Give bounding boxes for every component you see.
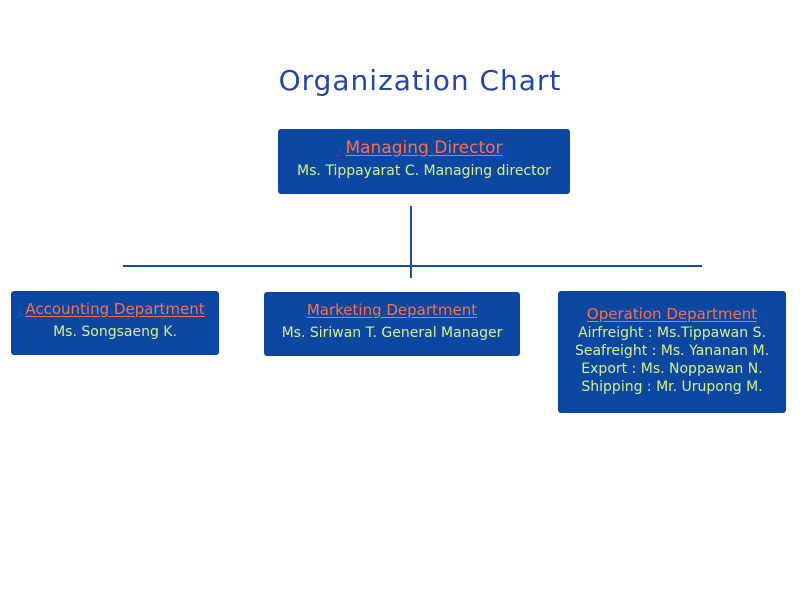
page-title: Organization Chart [278,64,562,97]
managing-director-box: Managing Director Ms. Tippayarat C. Mana… [278,129,570,194]
connector-horizontal [123,265,702,267]
marketing-department-member: Ms. Siriwan T. General Manager [281,325,503,341]
operation-department-box: Operation Department Airfreight : Ms.Tip… [558,291,786,413]
operation-member-shipping: Shipping : Mr. Urupong M. [581,379,763,395]
accounting-department-member: Ms. Songsaeng K. [53,324,177,340]
operation-member-seafreight: Seafreight : Ms. Yananan M. [574,343,770,359]
operation-department-title: Operation Department [586,305,758,323]
accounting-department-title: Accounting Department [25,300,205,318]
managing-director-name: Ms. Tippayarat C. Managing director [297,163,551,179]
operation-member-airfreight: Airfreight : Ms.Tippawan S. [578,325,766,341]
marketing-department-title: Marketing Department [306,301,478,319]
connector-vertical [410,206,412,278]
managing-director-title: Managing Director [345,138,503,158]
operation-member-export: Export : Ms. Noppawan N. [581,361,763,377]
marketing-department-box: Marketing Department Ms. Siriwan T. Gene… [264,292,520,356]
accounting-department-box: Accounting Department Ms. Songsaeng K. [11,291,219,355]
